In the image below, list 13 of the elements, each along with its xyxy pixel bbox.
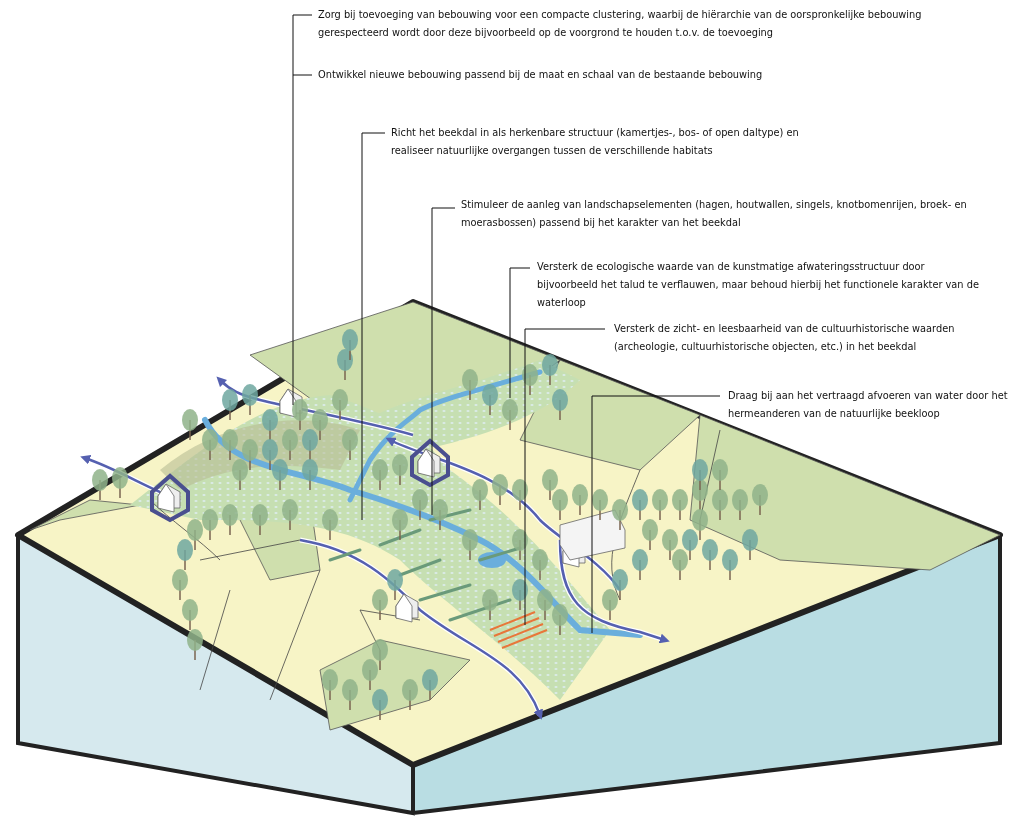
leader-line bbox=[524, 328, 606, 626]
leader-line bbox=[591, 395, 721, 634]
callout-text: Zorg bij toevoeging van bebouwing voor een compacte clustering, waarbij de hiërarchie van de oorspronkelijke bebouwing gerespecteerd wordt door deze bijvoorbeeld op de voorgrond te houden t.o.v. de toevoeging bbox=[318, 6, 958, 42]
callout-text: Versterk de ecologische waarde van de kunstmatige afwateringsstructuur door bijvoorbeeld het talud te verflauwen, maar behoud hierbij het functionele karakter van de waterloop bbox=[537, 258, 987, 312]
callout-text: Draag bij aan het vertraagd afvoeren van water door het hermeanderen van de natuurlijke beekloop bbox=[728, 387, 1012, 423]
leader-line bbox=[509, 267, 531, 399]
callout-text: Richt het beekdal in als herkenbare structuur (kamertjes-, bos- of open daltype) en realiseer natuurlijke overgangen tussen de verschillende habitats bbox=[391, 124, 811, 160]
leader-line bbox=[431, 207, 456, 516]
leader-line bbox=[292, 14, 313, 406]
callout-text: Stimuleer de aanleg van landschapselementen (hagen, houtwallen, singels, knotbomenrijen, broek- en moerasbossen) passend bij het karakter van het beekdal bbox=[461, 196, 981, 232]
leader-line bbox=[361, 132, 386, 521]
callout-text: Ontwikkel nieuwe bebouwing passend bij de maat en schaal van de bestaande bebouwing bbox=[318, 66, 918, 84]
callout-text: Versterk de zicht- en leesbaarheid van de cultuurhistorische waarden (archeologie, cultuurhistorische objecten, etc.) in het beekdal bbox=[614, 320, 989, 356]
